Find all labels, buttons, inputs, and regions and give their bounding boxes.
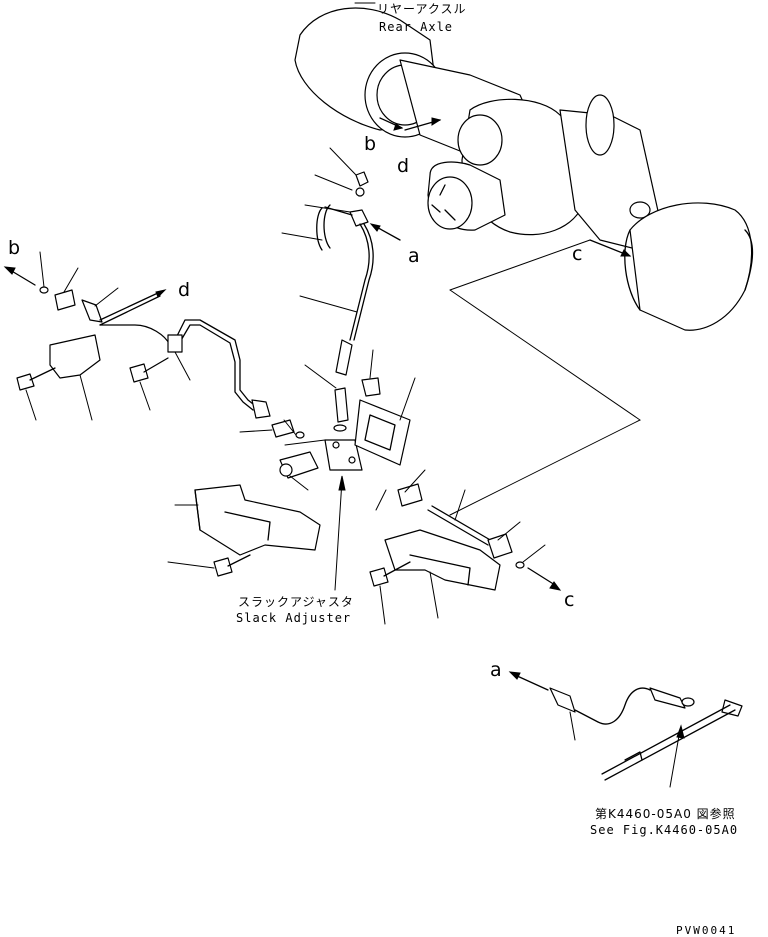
guide-line <box>449 289 641 516</box>
marker-b-left: b <box>8 237 20 259</box>
marker-c-right: c <box>572 243 582 265</box>
bottom-right-detail <box>508 671 743 788</box>
slack-adjuster-label-en: Slack Adjuster <box>236 611 351 625</box>
center-leaders <box>239 349 546 563</box>
marker-c-bottom: c <box>564 589 574 611</box>
upper-brake-tube <box>316 171 401 376</box>
left-leaders <box>25 251 191 421</box>
see-fig-label-en: See Fig.K4460-05A0 <box>590 823 738 837</box>
left-tube-assembly <box>3 266 271 419</box>
marker-a-mid: a <box>408 245 420 267</box>
rear-axle <box>294 7 754 331</box>
marker-a-bottom: a <box>490 659 502 681</box>
marker-d-left: d <box>178 279 190 301</box>
upper-leaders <box>281 147 358 313</box>
lower-left-bracket <box>167 484 321 577</box>
axle-to-c-line <box>449 239 591 291</box>
see-fig-label-jp: 第K4460-05A0 図参照 <box>595 806 736 821</box>
rear-axle-label-jp: リヤーアクスル <box>377 2 467 16</box>
slack-adjuster-leader <box>334 479 343 591</box>
lower-right-bracket <box>369 529 501 625</box>
slack-adjuster-arrowhead <box>338 475 346 491</box>
axle-arrowheads <box>393 117 632 257</box>
marker-d-top: d <box>397 155 409 177</box>
rear-axle-label-en: Rear Axle <box>379 20 453 34</box>
slack-adjuster-label-jp: スラックアジャスタ <box>238 595 354 609</box>
slack-adjuster-assembly <box>271 377 562 591</box>
drawing-code: PVW0041 <box>676 924 736 937</box>
marker-b-top: b <box>364 133 376 155</box>
